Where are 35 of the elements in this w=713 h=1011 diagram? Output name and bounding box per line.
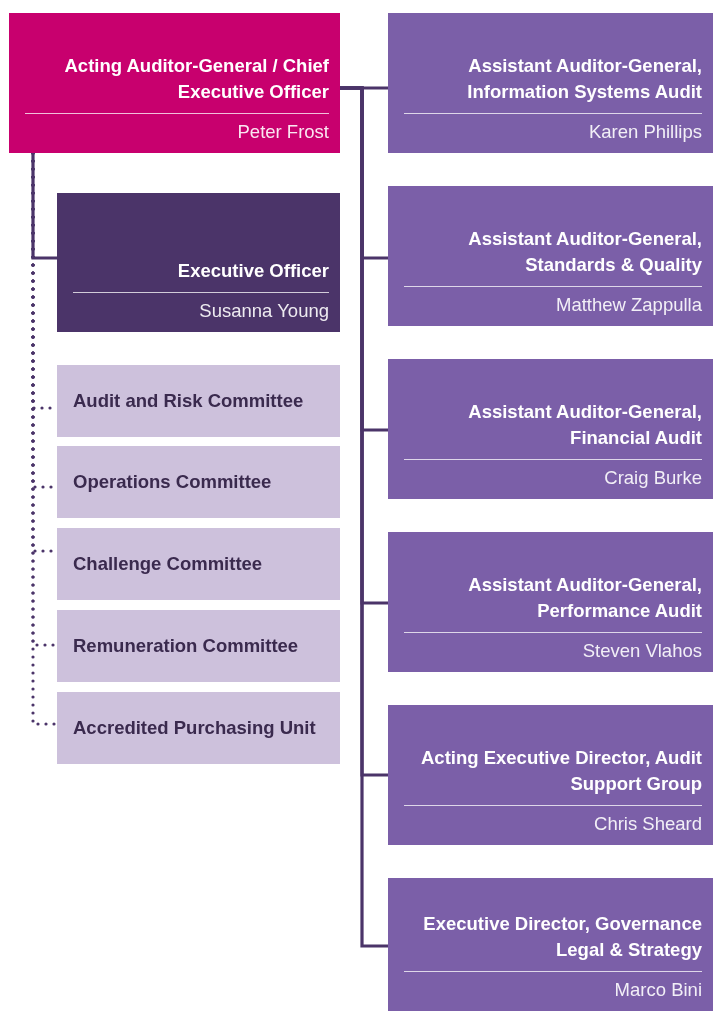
position-title: Assistant Auditor-General, Standards & Quality [404, 226, 702, 287]
connector-line [31, 153, 57, 260]
position-box [388, 705, 713, 845]
position-box [388, 186, 713, 326]
person-name: Susanna Young [198, 299, 329, 322]
position-title: Acting Executive Director, Audit Support Group [404, 745, 702, 806]
position-box [57, 193, 340, 332]
committee-box [57, 610, 340, 682]
position-title: Executive Director, Governance Legal & Strategy [404, 911, 702, 972]
person-name: Chris Sheard [593, 812, 702, 835]
person-name: Steven Vlahos [581, 639, 702, 662]
person-name: Peter Frost [236, 120, 329, 143]
position-box [388, 878, 713, 1011]
position-title: Remuneration Committee [73, 634, 300, 658]
person-name: Matthew Zappulla [554, 293, 702, 316]
committee-box [57, 528, 340, 600]
committee-box [57, 692, 340, 764]
person-name: Karen Phillips [587, 120, 702, 143]
position-title: Executive Officer [73, 258, 329, 293]
position-title: Assistant Auditor-General, Information Systems Audit [404, 53, 702, 114]
position-title: Assistant Auditor-General, Financial Audit [404, 399, 702, 460]
position-title: Assistant Auditor-General, Performance Audit [404, 572, 702, 633]
position-title: Operations Committee [73, 470, 273, 494]
position-box [9, 13, 340, 153]
position-title: Challenge Committee [73, 552, 264, 576]
position-box [388, 532, 713, 672]
position-title: Accredited Purchasing Unit [73, 716, 317, 740]
committee-box [57, 446, 340, 518]
position-box [388, 359, 713, 499]
committee-box [57, 365, 340, 437]
person-name: Craig Burke [603, 466, 702, 489]
position-title: Acting Auditor-General / Chief Executive Officer [25, 53, 329, 114]
position-box [388, 13, 713, 153]
position-title: Audit and Risk Committee [73, 389, 305, 413]
person-name: Marco Bini [613, 978, 702, 1001]
